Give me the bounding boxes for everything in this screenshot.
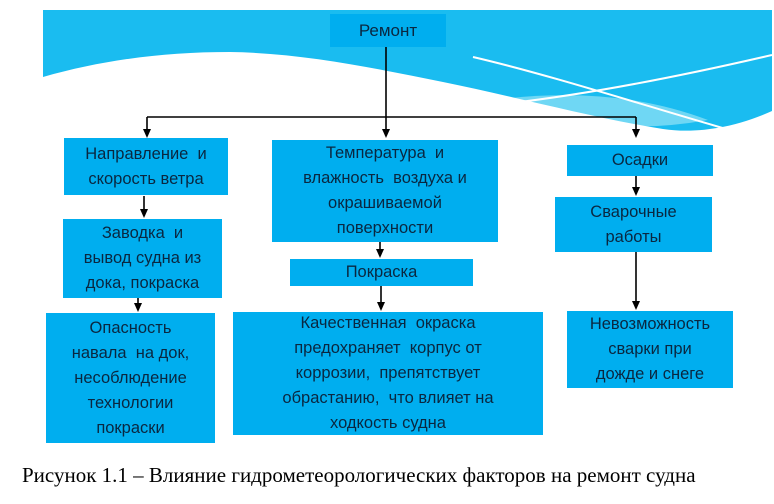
banner-thin-curve-ascending xyxy=(427,54,772,111)
node-paint-quality: Качественная окраска предохраняет корпус… xyxy=(233,312,543,435)
banner-light-wave-shape xyxy=(493,95,708,127)
node-temperature: Температура и влажность воздуха и окраши… xyxy=(272,140,498,242)
node-remont: Ремонт xyxy=(330,14,446,47)
node-welding: Сварочные работы xyxy=(555,197,712,252)
banner-thin-curve-descending xyxy=(472,56,751,135)
node-wind: Направление и скорость ветра xyxy=(64,138,228,195)
node-precipitation: Осадки xyxy=(567,145,713,176)
node-welding-impossible: Невозможность сварки при дожде и снеге xyxy=(567,311,733,388)
arrowheads xyxy=(134,129,640,312)
node-danger: Опасность навала на док, несоблюдение те… xyxy=(46,313,215,443)
figure-caption: Рисунок 1.1 – Влияние гидрометеорологиче… xyxy=(22,463,696,487)
node-dock: Заводка и вывод судна из дока, покраска xyxy=(63,219,222,298)
banner-white-wave-shape xyxy=(43,52,772,135)
node-painting: Покраска xyxy=(290,259,473,286)
